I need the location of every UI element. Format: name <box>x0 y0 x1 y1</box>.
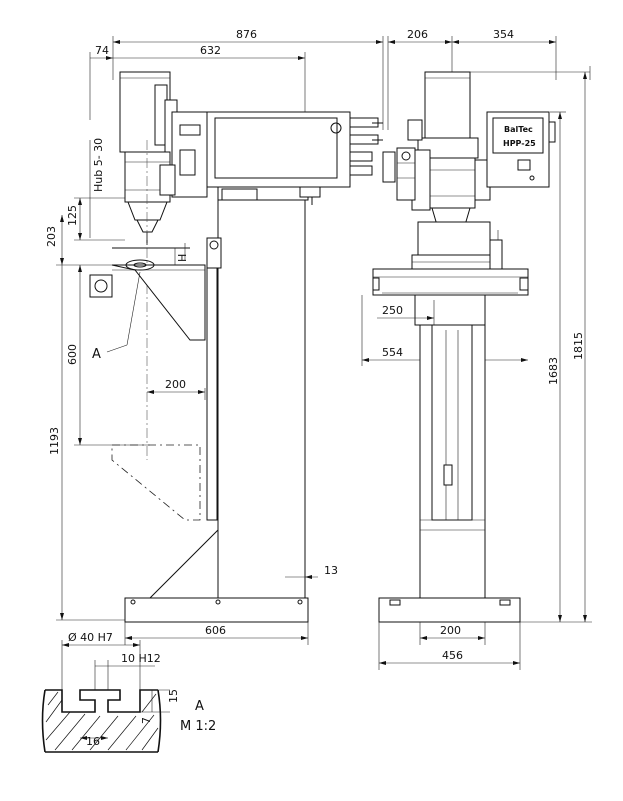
detail-slot-width: 10 H12 <box>121 652 161 665</box>
dim-200-side: 200 <box>440 624 461 637</box>
dim-600: 600 <box>66 344 79 365</box>
dim-74: 74 <box>95 44 109 57</box>
left-dimensions: Hub 5- 30 125 203 600 1193 <box>45 138 150 621</box>
dim-632: 632 <box>200 44 221 57</box>
dim-125: 125 <box>66 205 79 226</box>
side-view: BalTec HPP-25 250 554 <box>361 66 592 670</box>
dim-203: 203 <box>45 226 58 247</box>
detail-marker: A <box>92 347 101 362</box>
dim-H: H <box>176 254 189 262</box>
dim-876: 876 <box>236 28 257 41</box>
dim-606: 606 <box>205 624 226 637</box>
dim-13: 13 <box>324 564 338 577</box>
top-dimensions: 876 74 632 206 354 <box>89 28 557 130</box>
detail-a: Ø 40 H7 10 H12 16 15 7 A M 1:2 <box>41 631 216 753</box>
dim-206: 206 <box>407 28 428 41</box>
dim-1683: 1683 <box>547 357 560 385</box>
detail-scale-label: M 1:2 <box>180 719 216 734</box>
dim-250: 250 <box>382 304 403 317</box>
dim-1815: 1815 <box>572 332 585 360</box>
panel-brand: BalTec <box>504 125 533 134</box>
detail-view-label: A <box>195 699 204 714</box>
detail-bore: Ø 40 H7 <box>68 631 113 644</box>
detail-depth-7: 7 <box>140 717 153 724</box>
detail-depth-15: 15 <box>167 689 180 703</box>
dim-554: 554 <box>382 346 403 359</box>
dim-stroke: Hub 5- 30 <box>92 138 105 192</box>
dim-354: 354 <box>493 28 514 41</box>
dim-1193: 1193 <box>48 427 61 455</box>
front-view: H 200 606 13 A <box>89 71 383 645</box>
dim-456: 456 <box>442 649 463 662</box>
detail-slot-16: 16 <box>86 735 100 748</box>
dim-200-reach: 200 <box>165 378 186 391</box>
panel-model: HPP-25 <box>503 139 536 148</box>
